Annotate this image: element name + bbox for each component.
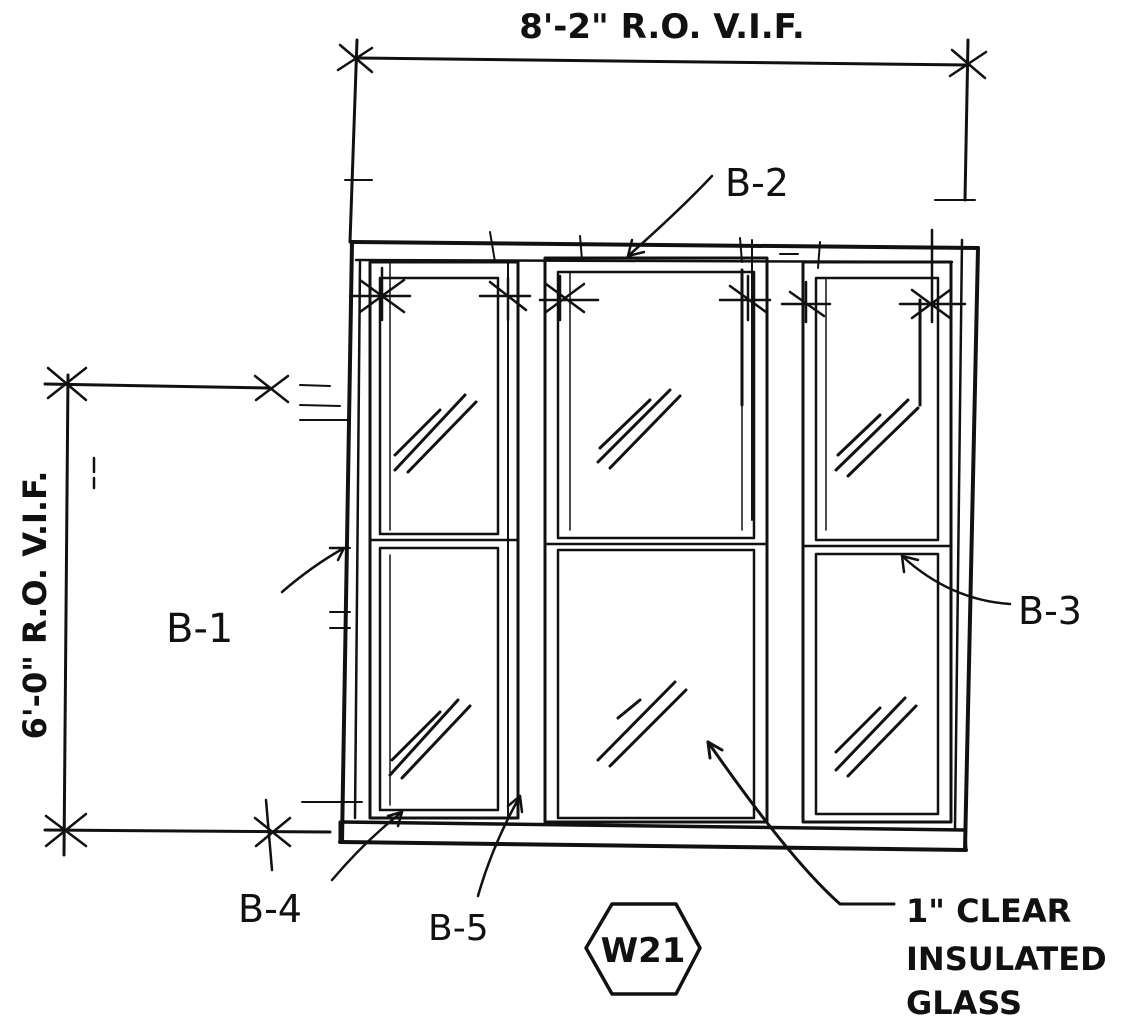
height-dimension: 6'-0" R.O. V.I.F. bbox=[16, 366, 332, 872]
right-sash bbox=[801, 260, 953, 824]
left-sash bbox=[368, 260, 520, 820]
width-dimension-label: 8'-2" R.O. V.I.F. bbox=[519, 7, 805, 47]
window-tag-label: W21 bbox=[601, 931, 686, 971]
glass-note-line1: 1" CLEAR bbox=[906, 892, 1071, 930]
callout-b2: B-2 bbox=[725, 161, 789, 205]
glass-note-line3: GLASS bbox=[906, 984, 1022, 1021]
glass-note-line2: INSULATED bbox=[906, 940, 1107, 978]
glass-note: 1" CLEAR INSULATED GLASS bbox=[906, 892, 1107, 1021]
callout-b4: B-4 bbox=[238, 887, 302, 931]
callout-leaders bbox=[280, 174, 1012, 906]
hexagon-tag-icon bbox=[584, 902, 702, 996]
callout-b3: B-3 bbox=[1018, 589, 1082, 633]
callout-b1: B-1 bbox=[166, 606, 233, 652]
height-dimension-label: 6'-0" R.O. V.I.F. bbox=[16, 471, 54, 740]
width-dimension: 8'-2" R.O. V.I.F. bbox=[336, 7, 988, 244]
window-tag: W21 bbox=[584, 902, 702, 996]
section-cut-marks bbox=[348, 228, 967, 324]
center-sash bbox=[543, 239, 769, 824]
callout-b5: B-5 bbox=[428, 908, 489, 949]
